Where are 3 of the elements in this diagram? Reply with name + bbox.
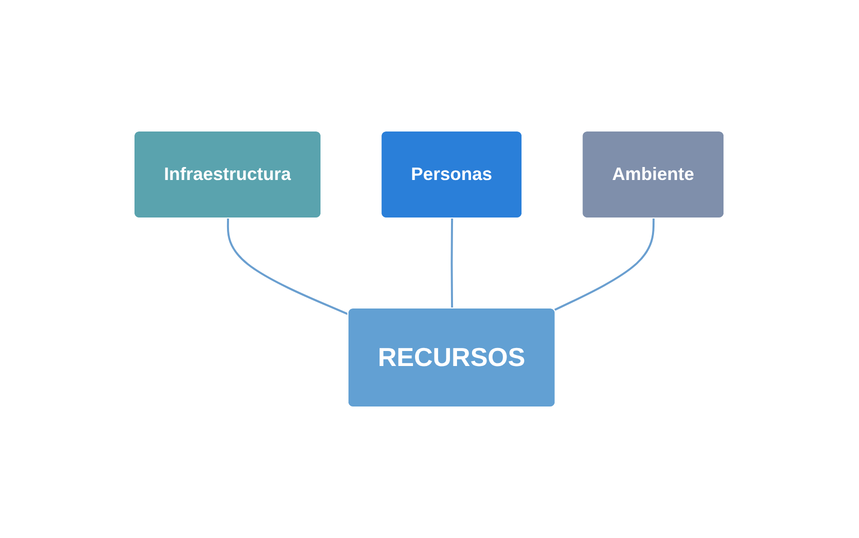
- connector: [554, 218, 656, 311]
- connector: [451, 218, 454, 309]
- connector: [227, 218, 350, 316]
